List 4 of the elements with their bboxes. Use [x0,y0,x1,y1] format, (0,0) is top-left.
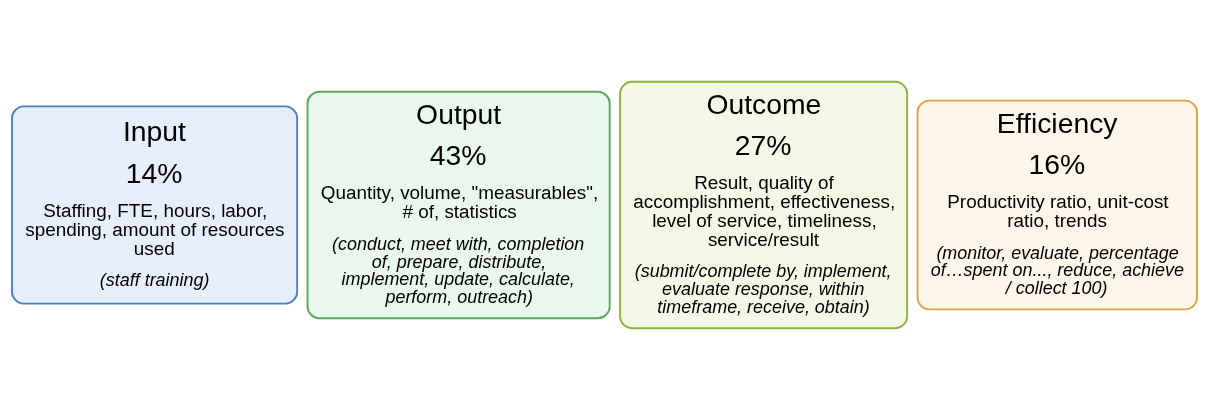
node-box: Efficiency 16% Productivity ratio, unit-cost ratio, trends (monitor, evaluate, percentage of…spent on..., reduce, achieve / collect 100) [916,99,1198,310]
node-box: Input 14% Staffing, FTE, hours, labor, spending, amount of resources used (staff training) [11,104,299,305]
node-box: Output 43% Quantity, volume, "measurables", # of, statistics (conduct, meet with, completion of, prepare, distribute, implement, update, calculate, perform, outreach) [306,90,611,319]
node-box: Outcome 27% Result, quality of accomplishment, effectiveness, level of service, timeliness, service/result (submit/complete by, implement, evaluate response, within timeframe, receive, obtain) [619,80,909,329]
